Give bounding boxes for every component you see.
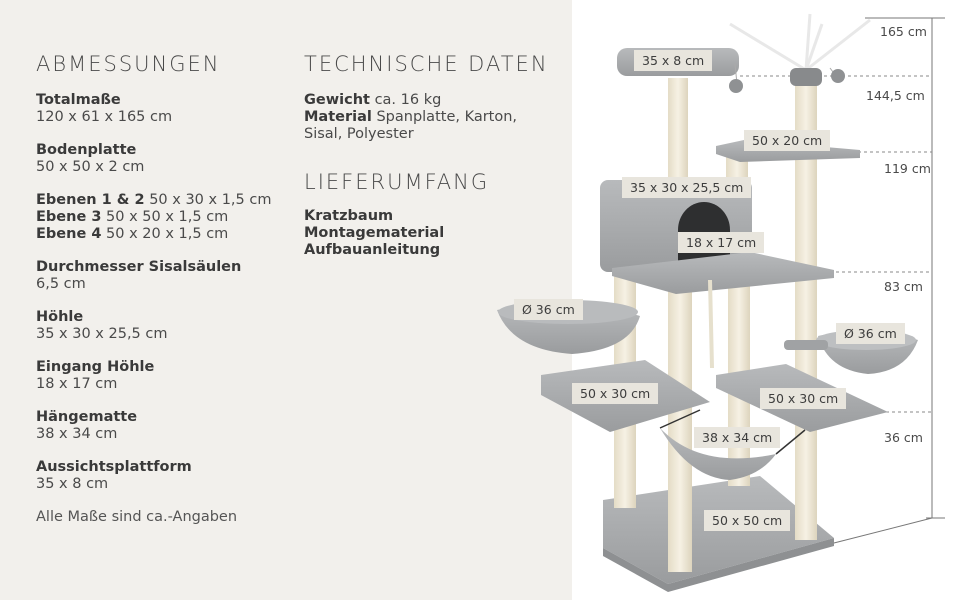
level-3	[612, 252, 834, 294]
spec-total: Totalmaße 120 x 61 x 165 cm	[36, 92, 172, 126]
sisal-post	[668, 286, 692, 572]
material-value-cont: Sisal, Polyester	[304, 126, 414, 142]
spec-value: 38 x 34 cm	[36, 426, 118, 442]
spec-value: 6,5 cm	[36, 276, 86, 292]
dimensions-note: Alle Maße sind ca.-Angaben	[36, 509, 238, 525]
height-label: 36 cm	[884, 430, 923, 445]
material-value: Spanplatte, Karton,	[376, 109, 518, 125]
label-level-2: 50 x 30 cm	[760, 388, 847, 409]
dimensions-heading: ABMESSUNGEN	[36, 52, 221, 76]
spec-sisal: Durchmesser Sisalsäulen 6,5 cm	[36, 259, 241, 293]
label-level-1: 50 x 30 cm	[572, 383, 659, 404]
spec-value: 35 x 8 cm	[36, 476, 109, 492]
spec-value: 50 x 30 x 1,5 cm	[149, 192, 272, 208]
delivery-heading: LIEFERUMFANG	[304, 170, 490, 194]
delivery-list: Kratzbaum Montagematerial Aufbauanleitun…	[304, 208, 444, 259]
weight-label: Gewicht	[304, 92, 370, 108]
spec-label: Eingang Höhle	[36, 359, 155, 375]
spec-hammock: Hängematte 38 x 34 cm	[36, 409, 137, 443]
material-label: Material	[304, 109, 372, 125]
label-entrance: 18 x 17 cm	[678, 232, 765, 253]
weight-value: ca. 16 kg	[374, 92, 442, 108]
label-bowl-left: Ø 36 cm	[514, 299, 583, 320]
spec-label: Bodenplatte	[36, 142, 137, 158]
technical-heading: TECHNISCHE DATEN	[304, 52, 549, 76]
spec-entrance: Eingang Höhle 18 x 17 cm	[36, 359, 154, 393]
height-label: 144,5 cm	[866, 88, 925, 103]
delivery-item: Montagematerial	[304, 225, 445, 241]
spec-label: Ebene 4	[36, 226, 102, 242]
tech-specs: Gewicht ca. 16 kg Material Spanplatte, K…	[304, 92, 517, 143]
label-bowl-right: Ø 36 cm	[836, 323, 905, 344]
label-cave: 35 x 30 x 25,5 cm	[622, 177, 752, 198]
height-label: 165 cm	[880, 24, 927, 39]
spec-label: Ebenen 1 & 2	[36, 192, 145, 208]
spec-value: 18 x 17 cm	[36, 376, 118, 392]
spec-label: Durchmesser Sisalsäulen	[36, 259, 242, 275]
label-hammock: 38 x 34 cm	[694, 427, 781, 448]
delivery-item: Kratzbaum	[304, 208, 394, 224]
spec-value: 50 x 20 x 1,5 cm	[106, 226, 229, 242]
label-platform: 35 x 8 cm	[634, 50, 713, 71]
spec-label: Hängematte	[36, 409, 138, 425]
spec-label: Aussichtsplattform	[36, 459, 192, 475]
label-level-4: 50 x 20 cm	[744, 130, 831, 151]
spec-value: 35 x 30 x 25,5 cm	[36, 326, 168, 342]
spec-platform: Aussichtsplattform 35 x 8 cm	[36, 459, 192, 493]
height-label: 83 cm	[884, 279, 923, 294]
spec-value: 50 x 50 x 1,5 cm	[106, 209, 229, 225]
spec-label: Totalmaße	[36, 92, 121, 108]
spec-value: 50 x 50 x 2 cm	[36, 159, 145, 175]
spec-value: 120 x 61 x 165 cm	[36, 109, 173, 125]
spec-label: Ebene 3	[36, 209, 102, 225]
spec-panel: ABMESSUNGEN Totalmaße 120 x 61 x 165 cm …	[0, 0, 572, 600]
spec-levels: Ebenen 1 & 2 50 x 30 x 1,5 cm Ebene 3 50…	[36, 192, 271, 243]
spec-cave: Höhle 35 x 30 x 25,5 cm	[36, 309, 168, 343]
delivery-item: Aufbauanleitung	[304, 242, 441, 258]
height-label: 119 cm	[884, 161, 931, 176]
toy-ball-icon	[729, 79, 743, 93]
spec-label: Höhle	[36, 309, 84, 325]
spec-base: Bodenplatte 50 x 50 x 2 cm	[36, 142, 144, 176]
label-base: 50 x 50 cm	[704, 510, 791, 531]
toy-ball-icon	[831, 69, 845, 83]
hammock	[660, 428, 776, 480]
